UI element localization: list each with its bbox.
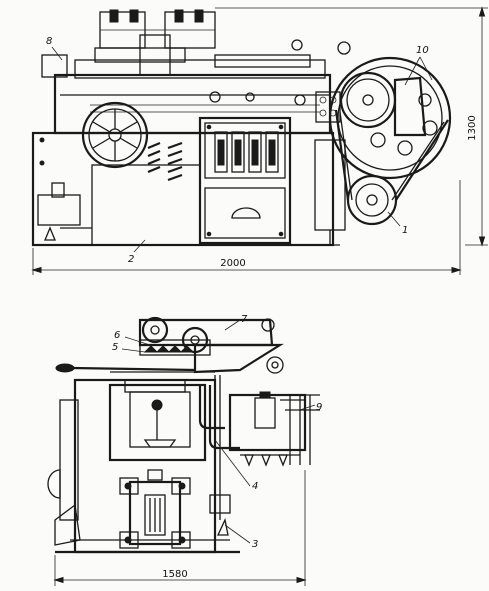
callout-10: 10 <box>416 45 429 56</box>
callout-4: 4 <box>252 481 258 492</box>
dimension-1300-label: 1300 <box>467 115 478 140</box>
callout-6: 6 <box>114 330 120 341</box>
dimension-2000-label: 2000 <box>220 258 245 269</box>
callout-8: 8 <box>46 36 52 47</box>
vent-louvres <box>147 141 183 182</box>
dimension-line-1300 <box>215 6 488 247</box>
pipe-system <box>198 375 240 536</box>
callout-9: 9 <box>316 402 322 413</box>
callout-1: 1 <box>402 225 408 236</box>
lever-handle <box>55 343 284 374</box>
callout-7: 7 <box>241 314 248 325</box>
dimension-line-2000 <box>31 180 462 275</box>
control-cabinet <box>198 116 292 245</box>
top-heads <box>99 9 216 76</box>
callout-leaders-bottom <box>121 319 316 544</box>
right-mechanism <box>228 356 320 467</box>
side-frame <box>47 378 240 554</box>
top-machine-view: 2000 1300 8 10 2 1 <box>31 6 488 275</box>
bottom-motor <box>119 469 191 549</box>
callout-5: 5 <box>112 342 118 353</box>
belt-drive <box>314 56 452 245</box>
callout-2: 2 <box>128 254 134 265</box>
center-housing <box>108 379 207 462</box>
left-controls <box>37 54 92 241</box>
upper-head <box>138 316 275 356</box>
callout-leaders-top <box>51 46 433 253</box>
bottom-machine-view: 1580 7 6 5 9 4 3 <box>47 314 322 586</box>
left-flywheel <box>81 101 149 169</box>
dimension-1580-label: 1580 <box>162 569 187 580</box>
callout-3: 3 <box>252 539 258 550</box>
dimension-line-1580 <box>53 470 307 586</box>
